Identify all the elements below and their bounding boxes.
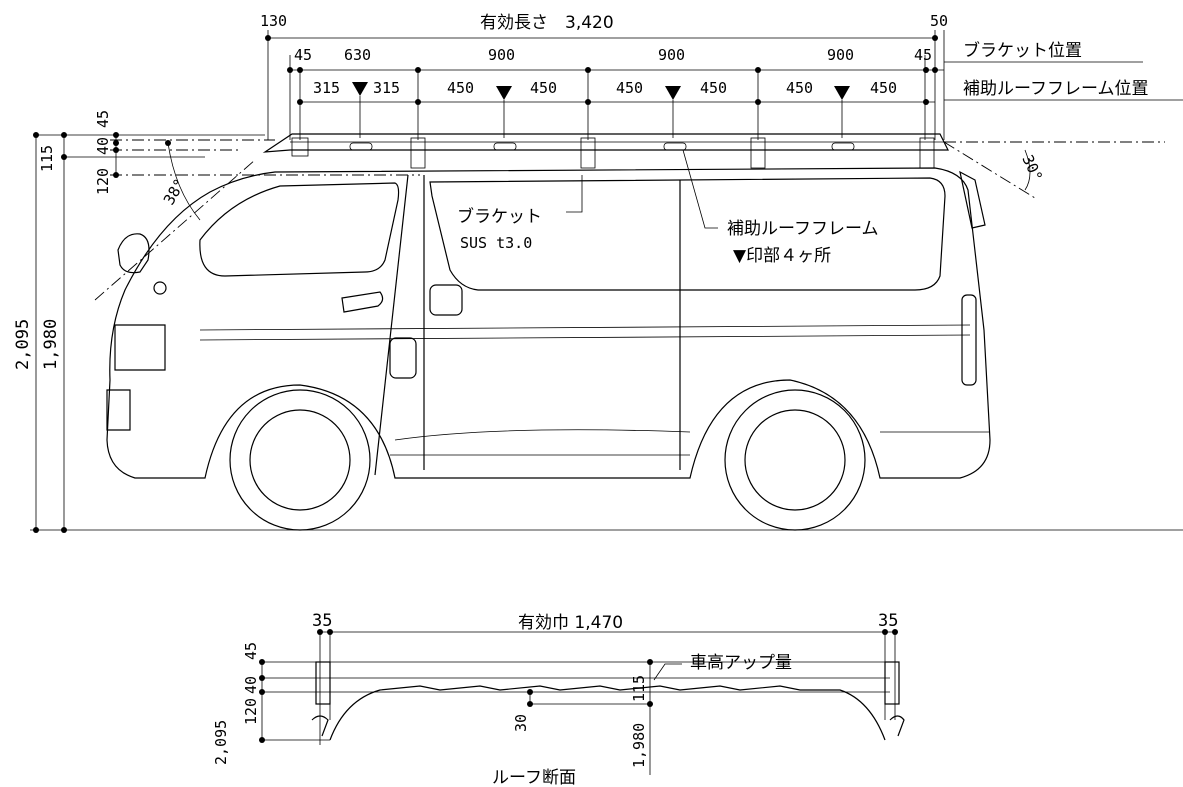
section-2095: 2,095 [212, 720, 230, 765]
side-callouts: ブラケット SUS t3.0 補助ルーフフレーム ▼印部４ヶ所 [457, 149, 878, 266]
section-120: 120 [242, 698, 260, 725]
row2-450-e: 450 [786, 79, 813, 97]
brackets [291, 137, 935, 169]
angle-38: 38° [160, 176, 189, 208]
dim-120: 120 [94, 168, 112, 195]
row2-450-a: 450 [447, 79, 474, 97]
row1-900-a: 900 [488, 46, 515, 64]
roof-rack [262, 133, 949, 169]
top-dimensions: 130 有効長さ 3,420 50 45 630 900 900 900 45 [260, 12, 1183, 140]
section-1980: 1,980 [630, 723, 648, 768]
section-35-left: 35 [312, 611, 332, 631]
row2-450-d: 450 [700, 79, 727, 97]
dim-1980: 1,980 [41, 319, 61, 370]
roof-section: 35 有効巾 1,470 35 45 40 120 2,095 115 30 1… [212, 611, 905, 787]
mark-note: ▼印部４ヶ所 [733, 246, 831, 266]
dim-115: 115 [38, 145, 56, 172]
dim-45: 45 [94, 110, 112, 128]
dim-2095: 2,095 [13, 319, 33, 370]
row2-450-f: 450 [870, 79, 897, 97]
mark-triangles [299, 70, 850, 140]
dim-40: 40 [94, 137, 112, 155]
section-title: ルーフ断面 [492, 768, 576, 787]
left-height-dims: 115 45 40 120 2,095 1,980 38° 30° [13, 110, 1183, 533]
bracket-position-label: ブラケット位置 [963, 40, 1082, 61]
section-30: 30 [512, 714, 530, 732]
section-45: 45 [242, 642, 260, 660]
row1-900-c: 900 [827, 46, 854, 64]
row1-45-left: 45 [294, 46, 312, 64]
row1-900-b: 900 [658, 46, 685, 64]
subframe-position-label: 補助ルーフフレーム位置 [963, 79, 1148, 99]
raise-label: 車高アップ量 [690, 653, 792, 673]
section-40: 40 [242, 676, 260, 694]
van-body [106, 167, 991, 531]
subframe-label: 補助ルーフフレーム [727, 219, 878, 239]
dim-total-length: 有効長さ 3,420 [480, 13, 614, 33]
angle-30: 30° [1018, 152, 1046, 184]
section-35-right: 35 [878, 611, 898, 631]
dim-end-left: 130 [260, 12, 287, 30]
dim-end-right: 50 [930, 12, 948, 30]
bracket-label: ブラケット [457, 206, 542, 227]
rack-slots [349, 142, 855, 151]
bracket-material: SUS t3.0 [460, 234, 532, 252]
row1-630: 630 [344, 46, 371, 64]
row2-315-a: 315 [313, 79, 340, 97]
row2-450-c: 450 [616, 79, 643, 97]
row2-450-b: 450 [530, 79, 557, 97]
row1-45-right: 45 [914, 46, 932, 64]
section-width: 有効巾 1,470 [518, 613, 623, 633]
row2-315-b: 315 [373, 79, 400, 97]
